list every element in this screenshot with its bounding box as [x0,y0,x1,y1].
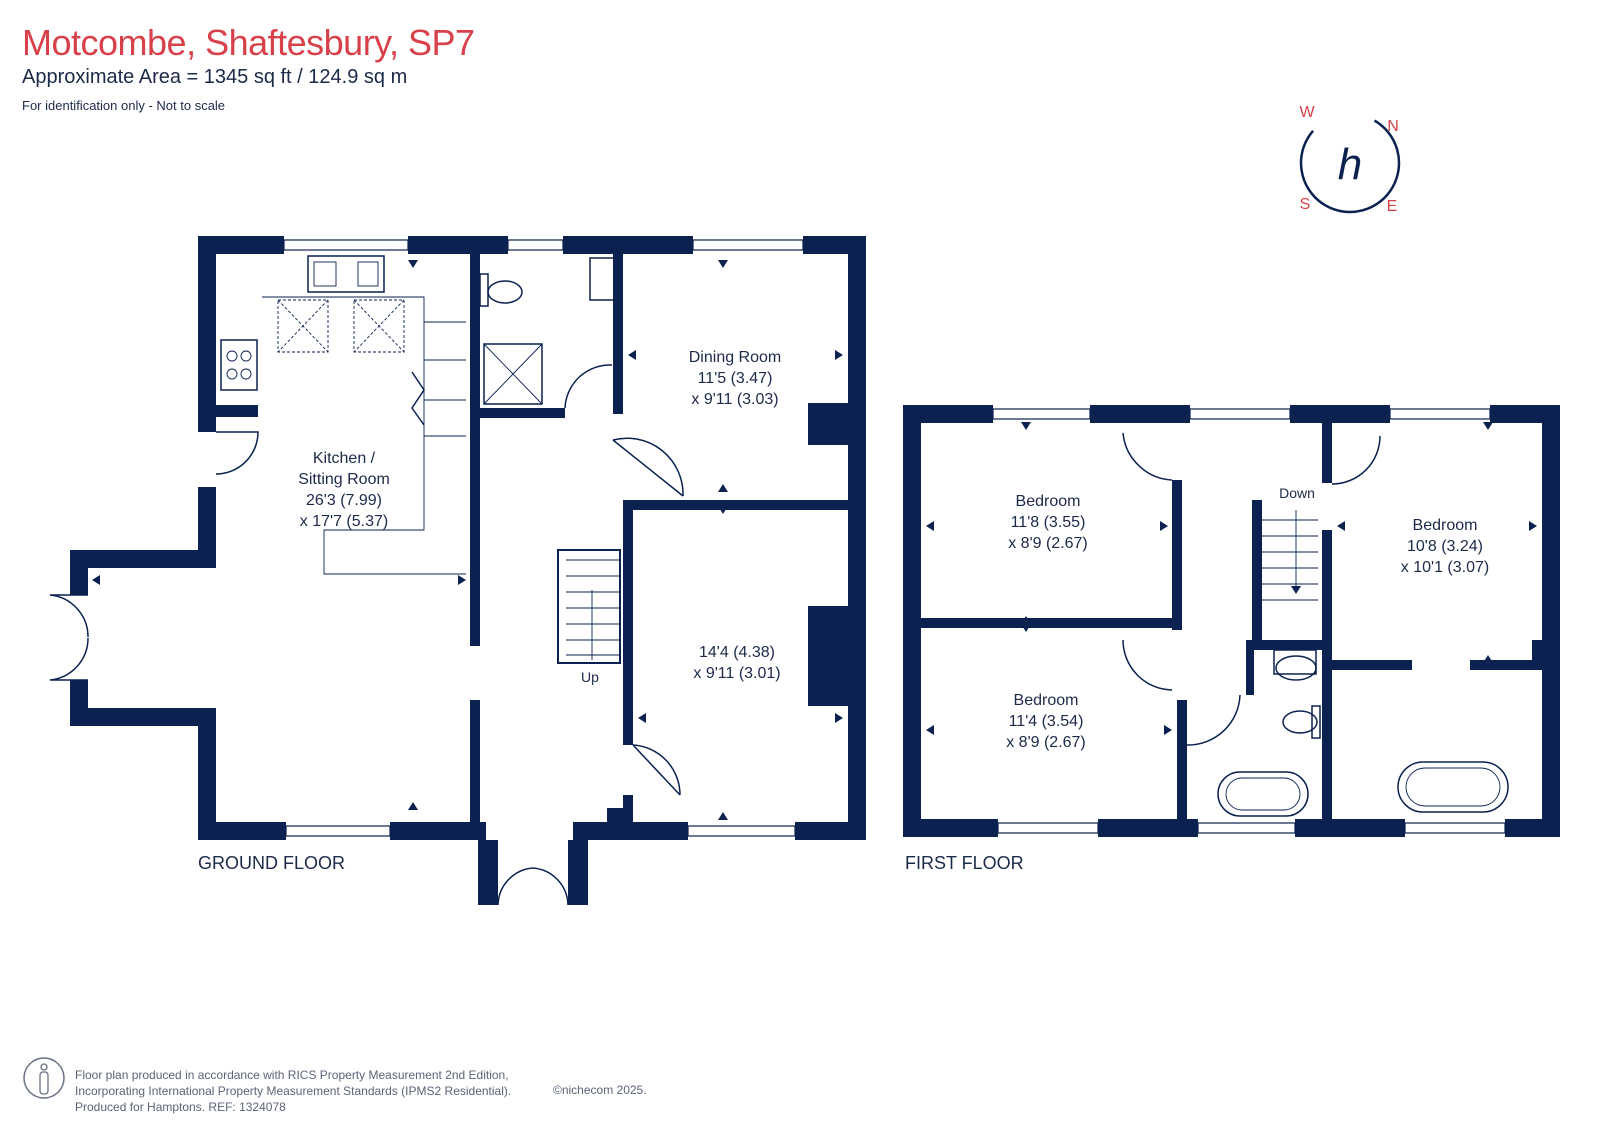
first-floor-label: FIRST FLOOR [905,853,1024,873]
identification-note: For identification only - Not to scale [22,98,226,113]
bedroom2-name: Bedroom [1014,692,1079,709]
kitchen-name1: Kitchen / [313,450,376,467]
kitchen-name2: Sitting Room [298,471,390,488]
kitchen-dim2: x 17'7 (5.37) [300,513,388,530]
copyright: ©nichecom 2025. [553,1083,647,1097]
stairs-down-label: Down [1279,485,1315,501]
kitchen-dim1: 26'3 (7.99) [306,492,382,509]
front-room-dim1: 14'4 (4.38) [699,644,775,661]
bedroom2-dim1: 11'4 (3.54) [1009,713,1084,730]
bedroom3-name: Bedroom [1413,517,1478,534]
bedroom2-dim2: x 8'9 (2.67) [1006,734,1086,751]
bedroom1-name: Bedroom [1016,493,1081,510]
bedroom1-dim1: 11'8 (3.55) [1011,514,1086,531]
dining-dim2: x 9'11 (3.03) [691,391,778,408]
area-summary: Approximate Area = 1345 sq ft / 124.9 sq… [22,66,408,88]
front-room-dim2: x 9'11 (3.01) [693,665,780,682]
footer-line2: Incorporating International Property Mea… [75,1084,512,1098]
logo-letter: h [1338,140,1362,189]
footer-line3: Produced for Hamptons. REF: 1324078 [75,1100,286,1114]
compass-w: W [1299,104,1315,121]
compass-n: N [1387,118,1399,135]
ground-floor-label: GROUND FLOOR [198,853,346,873]
bedroom3-dim2: x 10'1 (3.07) [1401,559,1489,576]
dining-dim1: 11'5 (3.47) [698,370,773,387]
person-icon [23,1057,65,1099]
compass-s: S [1300,196,1311,213]
compass-e: E [1387,198,1398,215]
compass-logo: N E S W h [1299,104,1401,215]
page-title: Motcombe, Shaftesbury, SP7 [22,22,475,63]
bedroom1-dim2: x 8'9 (2.67) [1008,535,1088,552]
footer-line1: Floor plan produced in accordance with R… [75,1068,509,1082]
dining-name: Dining Room [689,349,781,366]
bedroom3-dim1: 10'8 (3.24) [1407,538,1483,555]
stairs-up-label: Up [581,669,599,685]
footer-notes: Floor plan produced in accordance with R… [75,1067,511,1115]
